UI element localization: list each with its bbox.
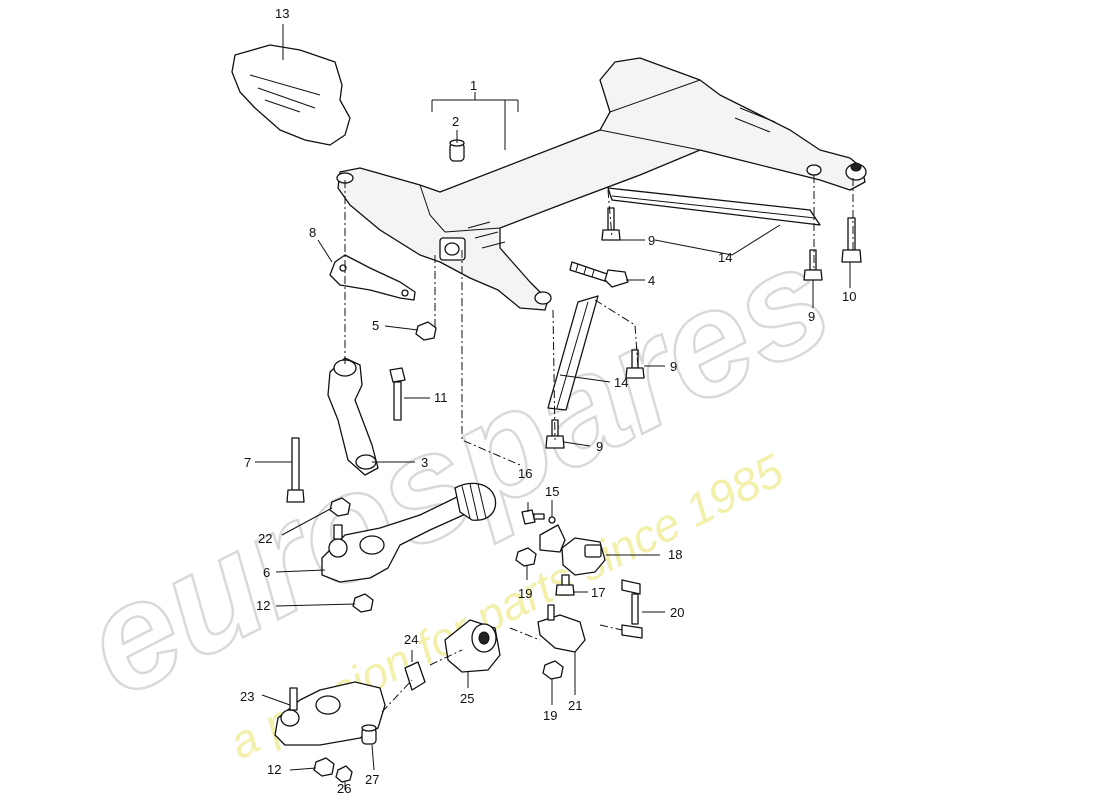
callout-26: 26: [337, 781, 351, 796]
callout-1: 1: [470, 78, 477, 93]
bolt-10: [841, 217, 862, 263]
nut-19-upper: [515, 547, 537, 567]
nut-22: [329, 497, 351, 517]
callout-24: 24: [404, 632, 418, 647]
link-rod-20: [621, 579, 643, 639]
callout-13: 13: [275, 6, 289, 21]
callout-5: 5: [372, 318, 379, 333]
nut-12-lower: [313, 757, 335, 777]
bushing-25: [444, 619, 501, 673]
callout-22: 22: [258, 531, 272, 546]
callout-21: 21: [568, 698, 582, 713]
bolt-9-right: [803, 249, 823, 281]
bolt-11: [389, 367, 406, 421]
clip-24: [404, 661, 426, 691]
heat-shield-plate: [231, 44, 351, 146]
link-arm-3: [327, 357, 379, 476]
callout-19a: 19: [518, 586, 532, 601]
nut-19-lower: [542, 660, 564, 680]
bracket-15: [539, 516, 566, 553]
bolt-16: [521, 509, 545, 525]
callout-9c: 9: [670, 359, 677, 374]
callout-8: 8: [309, 225, 316, 240]
callout-15: 15: [545, 484, 559, 499]
sleeve-27: [361, 724, 377, 745]
callout-6: 6: [263, 565, 270, 580]
callout-10: 10: [842, 289, 856, 304]
callout-16: 16: [518, 466, 532, 481]
callout-14a: 14: [718, 250, 732, 265]
callout-11: 11: [434, 390, 448, 405]
long-bolt-4: [569, 261, 629, 288]
leader-lines: [255, 24, 851, 790]
bolt-17: [555, 574, 575, 596]
brace-strip-upper: [607, 187, 821, 226]
callout-labels: 1 2 3 4 5 6 7 8 9 9 9 9 10 11 12 12 13 1…: [240, 6, 856, 796]
callout-4: 4: [648, 273, 655, 288]
callout-17: 17: [591, 585, 605, 600]
nut-26: [335, 765, 353, 783]
bolt-9-upper: [601, 207, 621, 241]
assembly-lines: [344, 175, 854, 713]
level-sensor-18: [561, 537, 606, 576]
callout-18: 18: [668, 547, 682, 562]
callout-14b: 14: [614, 375, 628, 390]
callout-25: 25: [460, 691, 474, 706]
rubber-mount: [449, 139, 465, 162]
callout-27: 27: [365, 772, 379, 787]
callout-3: 3: [421, 455, 428, 470]
callout-9b: 9: [808, 309, 815, 324]
lower-arm-mount: [274, 681, 386, 746]
callout-2: 2: [452, 114, 459, 129]
control-arm-6: [321, 482, 497, 583]
callout-12a: 12: [256, 598, 270, 613]
bolt-9-mid: [625, 349, 645, 379]
callout-9a: 9: [648, 233, 655, 248]
nut-5: [415, 321, 437, 341]
bracket-plate: [329, 254, 416, 301]
nut-12-upper: [352, 593, 374, 613]
callout-20: 20: [670, 605, 684, 620]
callout-7: 7: [244, 455, 251, 470]
front-subframe: [336, 57, 867, 311]
callout-23: 23: [240, 689, 254, 704]
bracket-21: [537, 604, 586, 653]
bolt-7: [286, 437, 305, 503]
callout-19b: 19: [543, 708, 557, 723]
callout-12b: 12: [267, 762, 281, 777]
callout-9d: 9: [596, 439, 603, 454]
brace-strip-lower: [547, 295, 599, 411]
